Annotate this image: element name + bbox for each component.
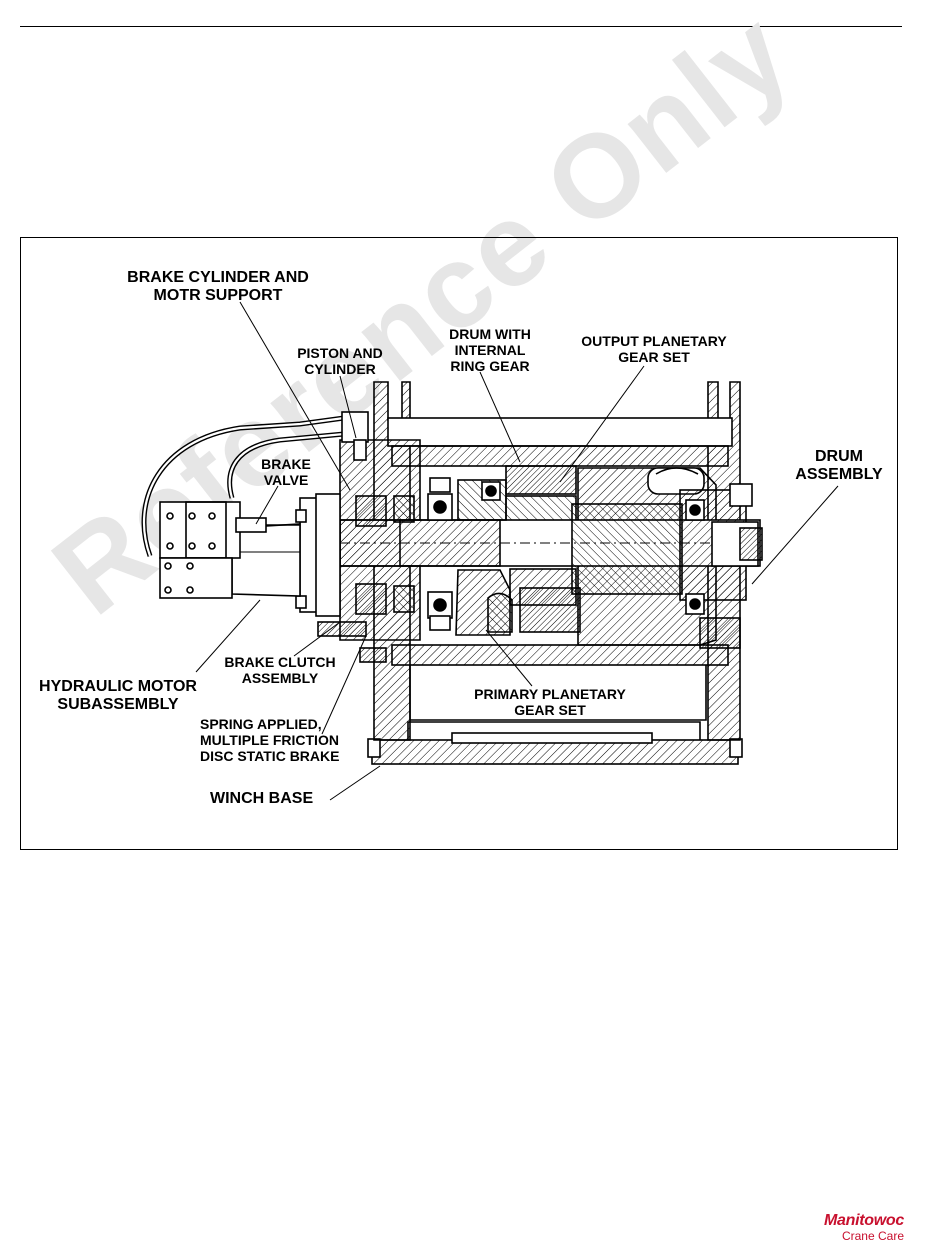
manitowoc-logo: Manitowoc Crane Care xyxy=(800,1212,904,1243)
label-brake-cylinder-and-motor-support: BRAKE CYLINDER AND MOTR SUPPORT xyxy=(127,269,309,304)
logo-brand: Manitowoc xyxy=(824,1212,904,1229)
drawing-geometry xyxy=(141,301,839,801)
brake-valve-block xyxy=(159,501,241,559)
hydraulic-motor-body xyxy=(231,523,301,597)
logo-subtitle: Crane Care xyxy=(841,1229,904,1243)
output-ring-gear xyxy=(505,465,577,495)
leader-lines xyxy=(195,301,839,801)
drum-top-bar xyxy=(387,417,733,447)
figure-frame xyxy=(20,237,898,850)
label-piston-and-cylinder: PISTON AND CYLINDER xyxy=(297,345,383,377)
primary-planet-gear xyxy=(519,587,581,633)
drum-lower-shell xyxy=(391,644,729,666)
brake-discs-lower xyxy=(355,583,387,615)
output-planet-gear xyxy=(505,495,577,523)
label-brake-valve: BRAKE VALVE xyxy=(261,456,311,488)
top-rule xyxy=(20,26,902,27)
label-drum-with-internal-ring-gear: DRUM WITH INTERNAL RING GEAR xyxy=(449,326,531,374)
brake-discs-upper xyxy=(355,495,387,527)
label-brake-clutch-assembly: BRAKE CLUTCH ASSEMBLY xyxy=(224,654,336,686)
label-drum-assembly: DRUM ASSEMBLY xyxy=(795,448,883,483)
label-primary-planetary-gear-set: PRIMARY PLANETARY GEAR SET xyxy=(474,686,626,718)
output-hub xyxy=(571,503,683,595)
label-spring-applied-brake: SPRING APPLIED, MULTIPLE FRICTION DISC S… xyxy=(200,716,340,764)
label-hydraulic-motor-subassembly: HYDRAULIC MOTOR SUBASSEMBLY xyxy=(39,678,197,713)
label-output-planetary-gear-set: OUTPUT PLANETARY GEAR SET xyxy=(581,333,727,365)
drum-upper-shell xyxy=(391,445,729,467)
label-winch-base: WINCH BASE xyxy=(210,790,314,807)
